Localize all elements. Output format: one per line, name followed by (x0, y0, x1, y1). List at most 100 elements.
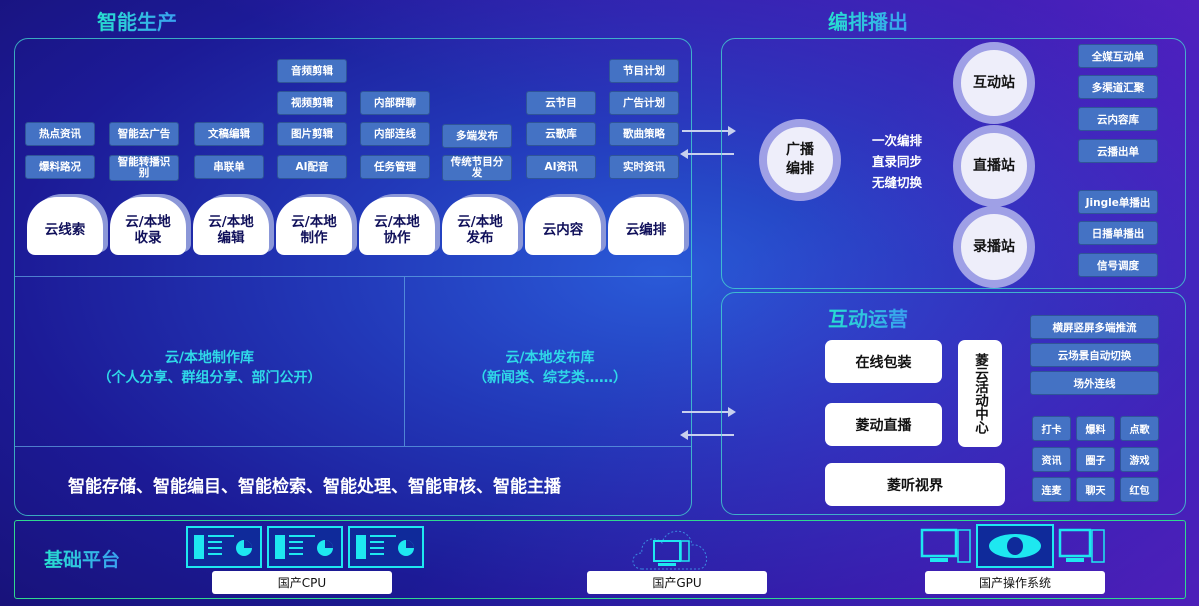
broadcast-item: 日播单播出 (1078, 221, 1158, 245)
platform-label-cpu: 国产CPU (212, 571, 392, 594)
interaction-panel (721, 292, 1186, 515)
cloud-label: 云/本地收录 (125, 214, 171, 246)
platform-label-os: 国产操作系统 (925, 571, 1105, 594)
cloud-shape (193, 197, 269, 255)
cloud-shape (359, 197, 435, 255)
cloud-shape (525, 197, 601, 255)
function-box: 图片剪辑 (277, 122, 347, 146)
cloud-icon: 云编排 (608, 197, 684, 255)
cloud-icon: 云/本地协作 (359, 197, 435, 255)
publish-library-title: 云/本地发布库 (505, 350, 595, 366)
cloud-shape (110, 197, 186, 255)
function-box: 串联单 (194, 155, 264, 179)
interaction-grid-item: 游戏 (1120, 447, 1159, 472)
cloud-label: 云/本地发布 (457, 214, 503, 246)
interaction-grid-item: 圈子 (1076, 447, 1115, 472)
cloud-icon: 云线索 (27, 197, 103, 255)
cloud-icon: 云内容 (525, 197, 601, 255)
function-box: 节目计划 (609, 59, 679, 83)
function-box: 智能去广告 (109, 122, 179, 146)
function-box: 文稿编辑 (194, 122, 264, 146)
cloud-label: 云编排 (625, 222, 667, 238)
production-library-title: 云/本地制作库 (164, 350, 255, 366)
production-panel (14, 38, 692, 516)
feature-box: 在线包装 (825, 340, 942, 383)
function-box: 歌曲策略 (609, 122, 679, 146)
cloud-label: 云/本地制作 (291, 214, 337, 246)
feature-item: 云场景自动切换 (1030, 343, 1159, 367)
cpu-screen-icon (348, 526, 424, 568)
section-title-interaction: 互动运营 (828, 303, 908, 332)
monitor-icon (920, 528, 958, 558)
function-box: 云节目 (526, 91, 596, 115)
publish-library-subtitle: （新闻类、综艺类……） (473, 370, 627, 386)
platform-panel (14, 520, 1186, 599)
monitor-icon (1058, 528, 1092, 558)
capabilities-text: 智能存储、智能编目、智能检索、智能处理、智能审核、智能主播 (68, 477, 561, 497)
broadcast-item: 云内容库 (1078, 107, 1158, 131)
broadcast-item: 全媒互动单 (1078, 44, 1158, 68)
gpu-cloud-icon (632, 530, 707, 570)
platform-label-gpu: 国产GPU (587, 571, 767, 594)
cpu-screen-icon (186, 526, 262, 568)
station-circle: 录播站 (953, 206, 1035, 288)
function-box: AI资讯 (526, 155, 596, 179)
interaction-grid-item: 点歌 (1120, 416, 1159, 441)
station-circle: 直播站 (953, 125, 1035, 207)
feature-text: 无缝切换 (872, 175, 923, 190)
divider (15, 276, 691, 277)
publish-library: 云/本地发布库 （新闻类、综艺类……） (405, 348, 695, 388)
interaction-grid-item: 聊天 (1076, 477, 1115, 502)
broadcast-item: 云播出单 (1078, 139, 1158, 163)
cpu-screen-icon (267, 526, 343, 568)
cloud-icon: 云/本地编辑 (193, 197, 269, 255)
cloud-shape (27, 197, 103, 255)
divider (15, 446, 691, 447)
function-box: 智能转播识别 (109, 155, 179, 181)
broadcast-features: 一次编排 直录同步 无缝切换 (872, 130, 922, 193)
function-box: 广告计划 (609, 91, 679, 115)
cloud-shape (608, 197, 684, 255)
divider (404, 277, 405, 446)
interaction-grid-item: 资讯 (1032, 447, 1071, 472)
feature-item: 场外连线 (1030, 371, 1159, 395)
interaction-grid-item: 爆料 (1076, 416, 1115, 441)
broadcast-center-circle: 广播编排 (759, 119, 841, 201)
function-box: 任务管理 (360, 155, 430, 179)
feature-box: 菱听视界 (825, 463, 1005, 506)
section-title-platform: 基础平台 (44, 545, 120, 572)
function-box: 视频剪辑 (277, 91, 347, 115)
activity-center-box: 菱云活动中心 (958, 340, 1002, 447)
function-box: AI配音 (277, 155, 347, 179)
broadcast-panel (721, 38, 1186, 289)
feature-item: 横屏竖屏多端推流 (1030, 315, 1159, 339)
function-box: 云歌库 (526, 122, 596, 146)
cloud-label: 云/本地协作 (374, 214, 420, 246)
section-title-broadcast: 编排播出 (828, 6, 908, 35)
cloud-icon: 云/本地发布 (442, 197, 518, 255)
interaction-grid-item: 红包 (1120, 477, 1159, 502)
function-box: 实时资讯 (609, 155, 679, 179)
arrow-right-icon (682, 126, 736, 136)
os-icons (920, 524, 1105, 568)
arrow-right-icon (682, 407, 736, 417)
cloud-shape (442, 197, 518, 255)
cloud-label: 云内容 (542, 222, 584, 238)
function-box: 内部群聊 (360, 91, 430, 115)
arrow-left-icon (680, 430, 734, 440)
interaction-grid-item: 打卡 (1032, 416, 1071, 441)
function-box: 传统节目分发 (442, 155, 512, 181)
production-library: 云/本地制作库 （个人分享、群组分享、部门公开） (15, 348, 404, 388)
feature-text: 直录同步 (872, 154, 923, 169)
feature-box: 菱动直播 (825, 403, 942, 446)
production-library-subtitle: （个人分享、群组分享、部门公开） (97, 370, 322, 386)
function-box: 多端发布 (442, 124, 512, 148)
broadcast-center-label: 广播编排 (786, 142, 814, 177)
function-box: 爆料路况 (25, 155, 95, 179)
cloud-icon: 云/本地制作 (276, 197, 352, 255)
section-title-production: 智能生产 (97, 6, 177, 35)
function-box: 内部连线 (360, 122, 430, 146)
feature-text: 一次编排 (872, 133, 923, 148)
cloud-icon: 云/本地收录 (110, 197, 186, 255)
function-box: 热点资讯 (25, 122, 95, 146)
